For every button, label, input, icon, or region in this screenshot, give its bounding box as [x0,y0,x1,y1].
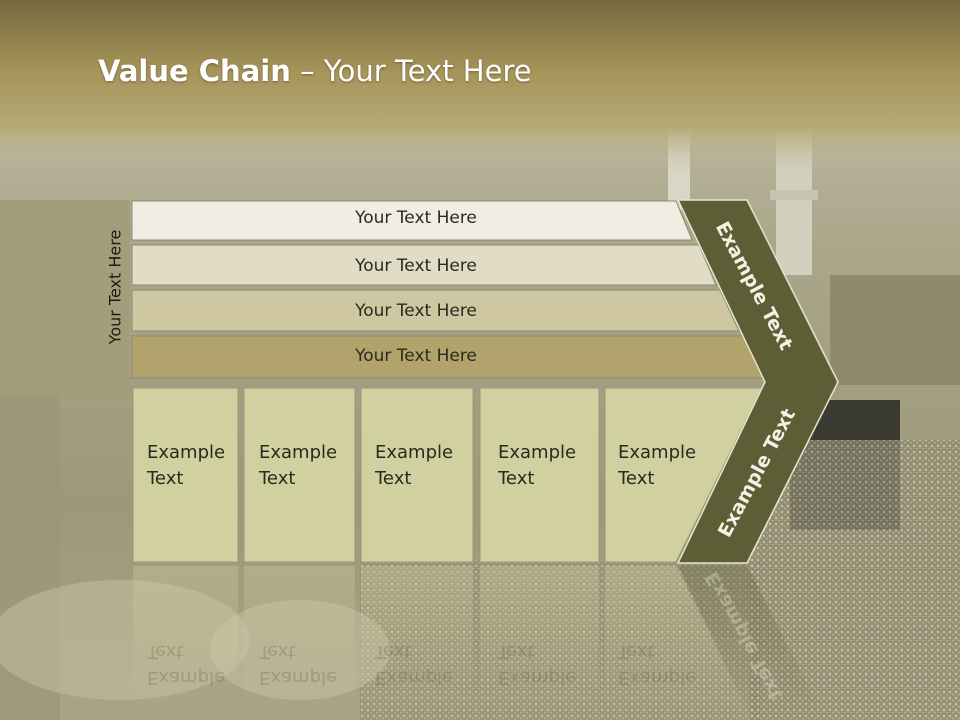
side-label-text: Your Text Here [105,229,125,345]
column-label-1-line2: Text [147,468,184,489]
column-label-3-reflection-line2: Text [375,641,412,662]
column-label-2-line1: Example [259,442,338,463]
diagram-reflection [133,565,825,720]
column-label-3-line2: Text [375,468,412,489]
column-label-5-reflection: Example Text [618,638,696,690]
column-label-2-reflection-line2: Text [259,641,296,662]
column-label-4-reflection-line1: Example [498,667,577,688]
column-box-3 [360,387,474,563]
column-label-1-reflection: Example Text [147,638,225,690]
column-label-1-reflection-line2: Text [147,641,184,662]
slide-title: Value Chain – Your Text Here [98,54,532,88]
column-label-2-reflection: Example Text [259,638,337,690]
column-box-1 [132,387,239,563]
row-label-3: Your Text Here [355,301,477,321]
title-bold: Value Chain [98,54,291,88]
column-box-5 [604,387,763,563]
column-label-2-line2: Text [259,468,296,489]
column-label-1-reflection-line1: Example [147,667,226,688]
row-label-1: Your Text Here [355,208,477,228]
column-label-5-reflection-line2: Text [618,641,655,662]
row-bar-1 [131,200,693,241]
column-label-5-reflection-line1: Example [618,667,697,688]
column-label-4-line2: Text [498,468,535,489]
column-label-4-reflection: Example Text [498,638,576,690]
column-label-4-line1: Example [498,442,577,463]
column-label-2-reflection-line1: Example [259,667,338,688]
column-label-4-reflection-line2: Text [498,641,535,662]
column-label-5-line1: Example [618,442,697,463]
column-label-3-reflection: Example Text [375,638,453,690]
chevron-arrow [676,199,839,564]
row-label-4: Your Text Here [355,346,477,366]
row-bar-2 [131,244,717,286]
column-box-4 [479,387,600,563]
column-box-2 [243,387,356,563]
column-label-3-reflection-line1: Example [375,667,454,688]
row-bar-3 [131,289,740,332]
column-label-5-line2: Text [618,468,655,489]
title-rest: – Your Text Here [290,54,532,88]
column-label-3-line1: Example [375,442,454,463]
row-label-2: Your Text Here [355,256,477,276]
column-label-1-line1: Example [147,442,226,463]
